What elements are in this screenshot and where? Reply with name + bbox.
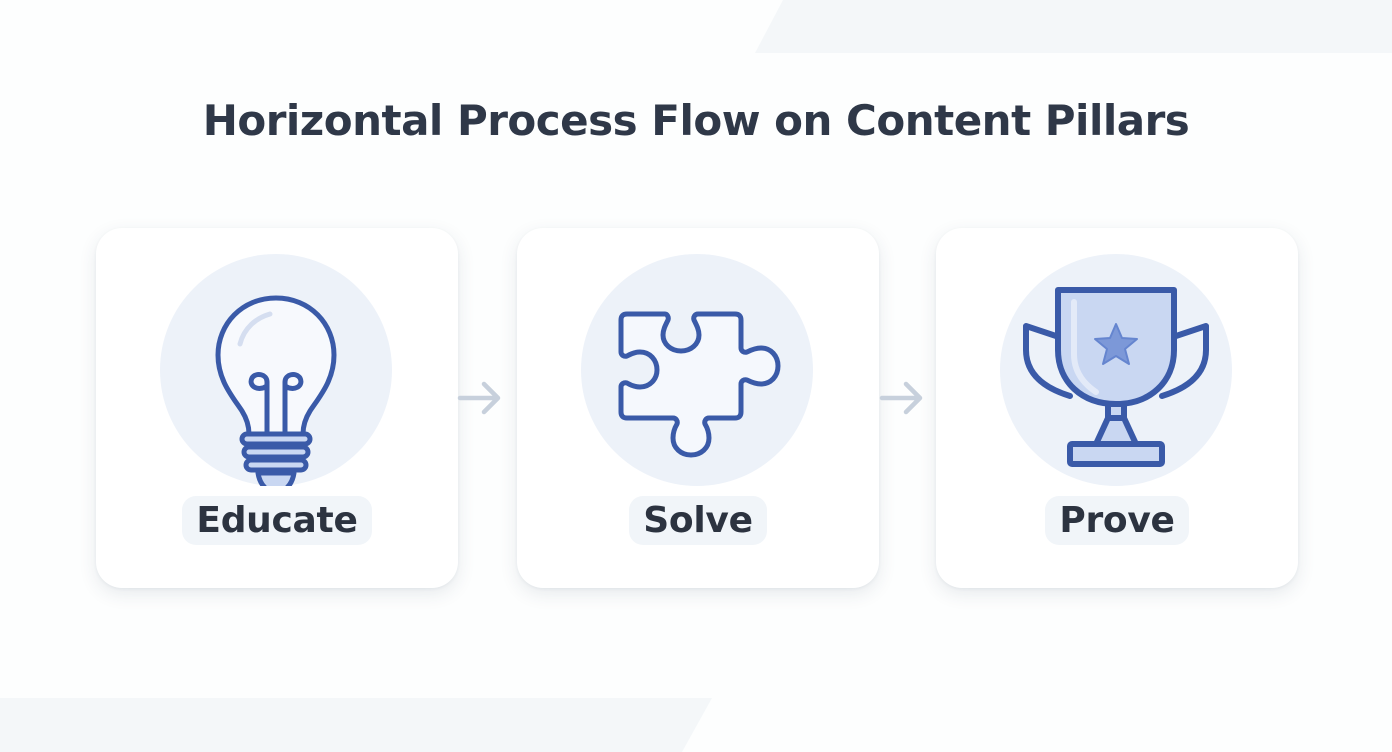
- icon-circle: [160, 254, 392, 486]
- step-label-educate: Educate: [96, 496, 458, 545]
- icon-circle: [1000, 254, 1232, 486]
- step-label-text: Solve: [629, 496, 767, 545]
- icon-circle: [581, 254, 813, 486]
- step-label-prove: Prove: [936, 496, 1298, 545]
- arrow-right-icon: [457, 381, 501, 415]
- arrow-right-icon: [879, 381, 923, 415]
- step-label-solve: Solve: [517, 496, 879, 545]
- trophy-icon: [1023, 287, 1209, 467]
- step-label-text: Educate: [182, 496, 372, 545]
- step-card-solve: Solve: [517, 228, 879, 588]
- lightbulb-icon: [215, 295, 337, 486]
- background-shape-bottom: [0, 698, 712, 752]
- background-shape-top: [755, 0, 1392, 53]
- step-card-educate: Educate: [96, 228, 458, 588]
- step-label-text: Prove: [1045, 496, 1189, 545]
- step-card-prove: Prove: [936, 228, 1298, 588]
- puzzle-piece-icon: [618, 311, 781, 458]
- diagram-title: Horizontal Process Flow on Content Pilla…: [202, 96, 1190, 145]
